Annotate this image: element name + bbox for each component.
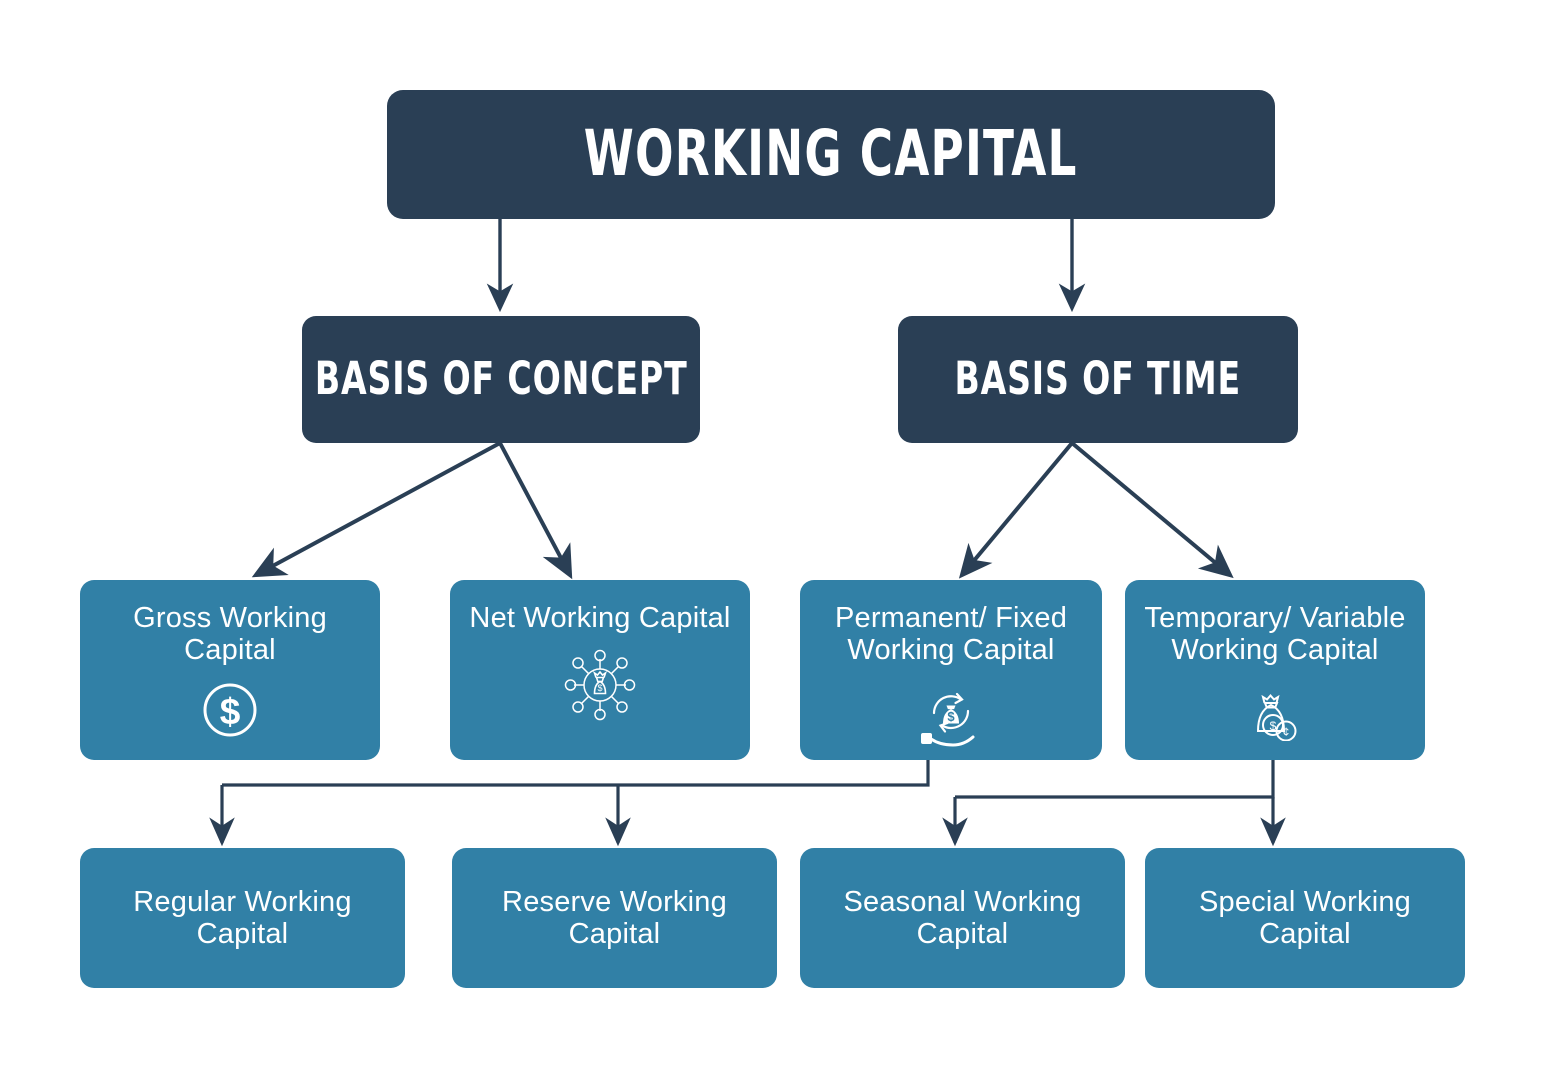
arrow-concept-to-gross xyxy=(251,441,501,578)
node-basis-of-concept[interactable]: BASIS OF CONCEPT xyxy=(302,316,700,443)
dollar-circle-icon: $ xyxy=(201,681,259,739)
hand-money-bag-cycle-icon: $ xyxy=(912,681,990,747)
node-seasonal-working-capital[interactable]: Seasonal Working Capital xyxy=(800,848,1125,988)
node-permanent-fixed-working-capital[interactable]: Permanent/ Fixed Working Capital $ xyxy=(800,580,1102,760)
node-label-working-capital: WORKING CAPITAL xyxy=(584,117,1078,191)
node-label-permanent-fixed-working-capital: Permanent/ Fixed Working Capital xyxy=(834,602,1068,667)
node-temporary-variable-working-capital[interactable]: Temporary/ Variable Working Capital $ ¢ xyxy=(1125,580,1425,760)
node-basis-of-time[interactable]: BASIS OF TIME xyxy=(898,316,1298,443)
arrow-concept-to-net xyxy=(498,442,573,580)
node-gross-working-capital[interactable]: Gross Working Capital $ xyxy=(80,580,380,760)
svg-text:$: $ xyxy=(947,709,955,724)
node-label-temporary-variable-working-capital: Temporary/ Variable Working Capital xyxy=(1144,602,1406,667)
node-label-net-working-capital: Net Working Capital xyxy=(469,602,731,634)
node-working-capital[interactable]: WORKING CAPITAL xyxy=(387,90,1275,219)
bus-permanent-to-row4 xyxy=(222,760,930,787)
money-bag-network-icon: $ xyxy=(563,648,637,722)
node-label-gross-working-capital: Gross Working Capital xyxy=(133,602,327,667)
node-net-working-capital[interactable]: Net Working Capital xyxy=(450,580,750,760)
node-label-basis-of-concept: BASIS OF CONCEPT xyxy=(314,352,688,406)
node-label-reserve-working-capital: Reserve Working Capital xyxy=(502,885,727,950)
bus-temporary-to-row4 xyxy=(955,760,1275,799)
svg-text:$: $ xyxy=(597,683,602,693)
node-label-special-working-capital: Special Working Capital xyxy=(1198,885,1411,950)
arrow-time-to-permanent xyxy=(958,441,1074,579)
node-label-seasonal-working-capital: Seasonal Working Capital xyxy=(843,885,1082,950)
svg-text:$: $ xyxy=(1270,719,1277,733)
node-label-regular-working-capital: Regular Working Capital xyxy=(133,885,352,950)
svg-text:$: $ xyxy=(220,691,241,732)
arrow-time-to-temporary xyxy=(1070,441,1234,579)
node-regular-working-capital[interactable]: Regular Working Capital xyxy=(80,848,405,988)
node-label-basis-of-time: BASIS OF TIME xyxy=(954,352,1242,406)
svg-text:¢: ¢ xyxy=(1283,725,1290,739)
money-bag-coins-icon: $ ¢ xyxy=(1242,681,1308,741)
node-reserve-working-capital[interactable]: Reserve Working Capital xyxy=(452,848,777,988)
node-special-working-capital[interactable]: Special Working Capital xyxy=(1145,848,1465,988)
